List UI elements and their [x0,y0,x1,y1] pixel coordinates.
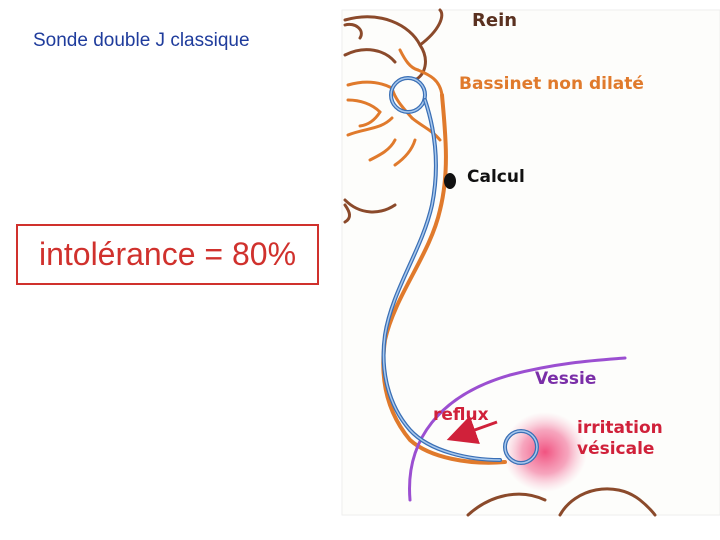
label-rein: Rein [472,10,518,31]
label-irritation-line2: vésicale [577,439,655,459]
irritation-blush [503,412,587,492]
label-irritation-line1: irritation [577,418,663,438]
double-j-stent-drawing [341,8,720,517]
pelvic-structures [466,487,657,517]
intolerance-stat-text: intolérance = 80% [38,236,297,272]
double-j-stent [381,76,539,465]
slide-title: Sonde double J classique [33,30,250,51]
intolerance-stat-box: intolérance = 80% [16,224,319,285]
label-reflux: reflux [433,405,489,425]
calculus-stone [444,173,456,189]
reflux-arrow [446,415,498,445]
label-irritation-vesicale: irritation vésicale [577,418,663,460]
label-calcul: Calcul [467,167,525,187]
label-vessie: Vessie [535,369,597,389]
bladder-outline [408,356,627,502]
renal-pelvis [346,48,444,167]
label-bassinet: Bassinet non dilaté [459,74,644,94]
